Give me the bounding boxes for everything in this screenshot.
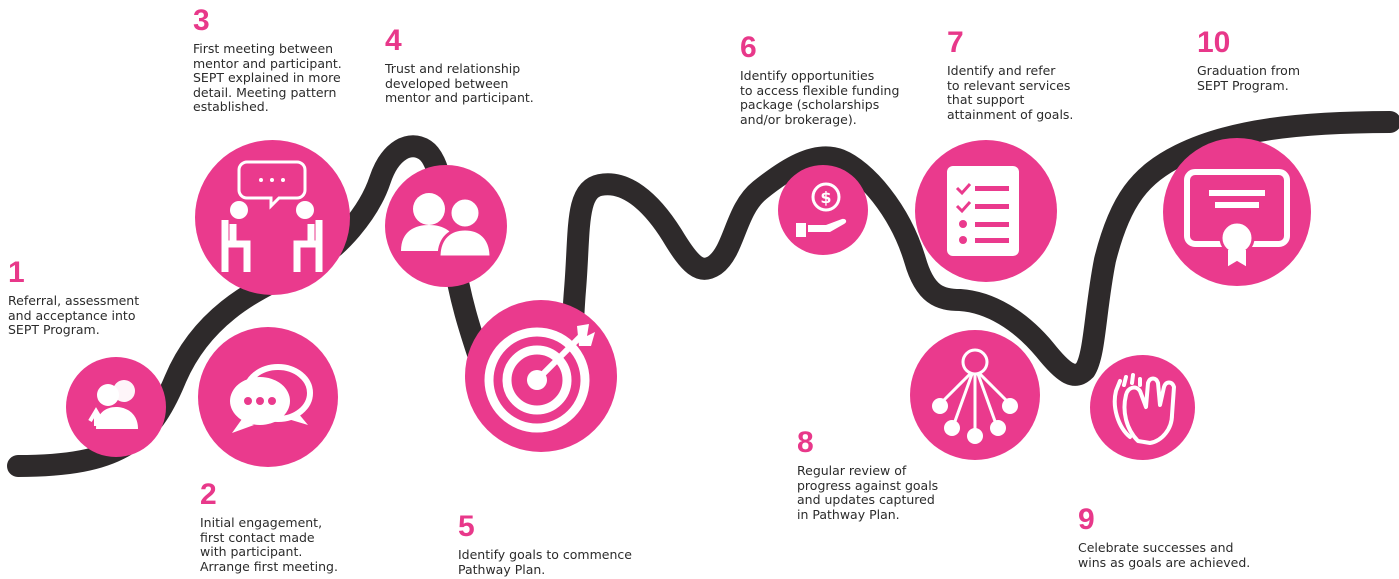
step-4-icon-circle (385, 165, 507, 287)
step-description: First meeting between mentor and partici… (193, 41, 342, 114)
step-2-icon-circle (198, 327, 338, 467)
step-3: 3 First meeting between mentor and parti… (193, 6, 393, 115)
step-number: 2 (200, 478, 217, 511)
step-number: 10 (1197, 26, 1231, 59)
step-number: 6 (740, 31, 757, 64)
network-icon (932, 348, 1018, 444)
step-8: 8 Regular review of progress against goa… (797, 428, 997, 522)
step-number: 7 (947, 26, 964, 59)
step-description: Identify goals to commence Pathway Plan. (458, 547, 632, 577)
speech-bubbles-icon (230, 364, 313, 433)
step-description: Celebrate successes and wins as goals ar… (1078, 540, 1251, 570)
meeting-chairs-icon (221, 160, 323, 272)
step-number: 1 (8, 256, 25, 289)
step-7-icon-circle (915, 140, 1057, 282)
step-9-icon-circle (1090, 355, 1195, 460)
step-number: 8 (797, 426, 814, 459)
step-1-icon-circle (66, 357, 166, 457)
step-2: 2 Initial engagement, first contact made… (200, 480, 380, 574)
step-number: 9 (1078, 503, 1095, 536)
certificate-icon (1184, 169, 1290, 270)
step-description: Identify opportunities to access flexibl… (740, 68, 900, 127)
step-description: Regular review of progress against goals… (797, 463, 939, 522)
step-description: Initial engagement, first contact made w… (200, 515, 338, 574)
step-number: 4 (385, 24, 402, 57)
step-description: Trust and relationship developed between… (385, 61, 534, 105)
target-arrow-icon (484, 324, 595, 433)
clapping-hands-icon (1112, 373, 1176, 445)
step-9: 9 Celebrate successes and wins as goals … (1078, 505, 1288, 570)
step-7: 7 Identify and refer to relevant service… (947, 28, 1147, 122)
step-10-icon-circle (1163, 138, 1311, 286)
step-8-icon-circle (910, 330, 1040, 460)
step-description: Identify and refer to relevant services … (947, 63, 1074, 122)
checklist-icon (947, 166, 1019, 256)
step-description: Graduation from SEPT Program. (1197, 63, 1301, 93)
step-6: 6 Identify opportunities to access flexi… (740, 33, 940, 127)
step-5-icon-circle (465, 300, 617, 452)
hand-coin-icon: $ (796, 182, 847, 237)
svg-text:$: $ (820, 188, 831, 207)
step-number: 3 (193, 4, 210, 37)
two-people-icon (401, 193, 493, 259)
step-6-icon-circle: $ (778, 165, 868, 255)
step-1: 1 Referral, assessment and acceptance in… (8, 258, 178, 338)
people-exchange-icon (88, 380, 138, 429)
step-number: 5 (458, 510, 475, 543)
step-description: Referral, assessment and acceptance into… (8, 293, 140, 337)
step-10: 10 Graduation from SEPT Program. (1197, 28, 1387, 93)
step-5: 5 Identify goals to commence Pathway Pla… (458, 512, 678, 577)
step-3-icon-circle (195, 140, 350, 295)
step-4: 4 Trust and relationship developed betwe… (385, 26, 585, 106)
